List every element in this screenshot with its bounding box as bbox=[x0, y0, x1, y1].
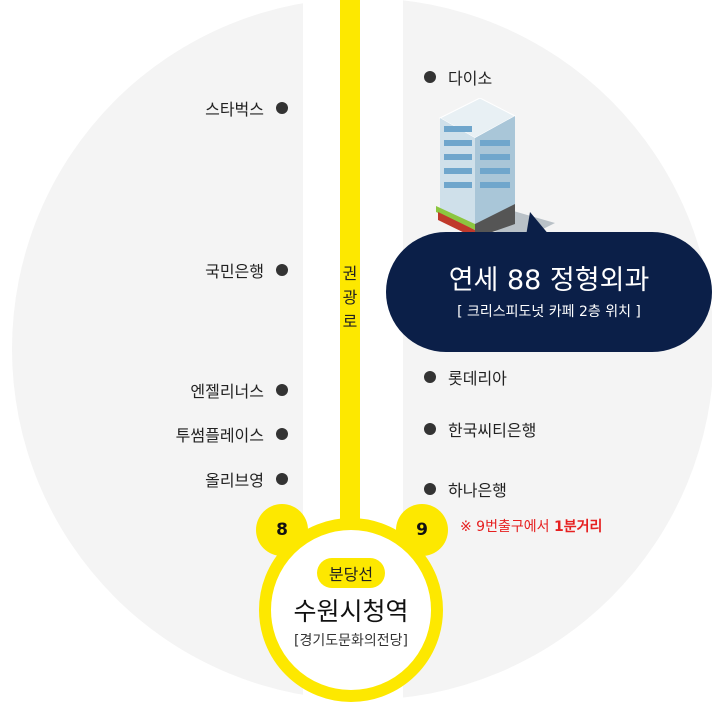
poi-angelinus: 엔젤리너스 bbox=[190, 378, 288, 402]
distance-note: ※ 9번출구에서 1분거리 bbox=[460, 516, 602, 536]
building-icon bbox=[436, 98, 555, 238]
poi-label: 국민은행 bbox=[205, 262, 264, 281]
line-badge: 분당선 bbox=[316, 558, 386, 588]
callout-pointer bbox=[526, 212, 550, 236]
station-name: 수원시청역 bbox=[293, 597, 409, 626]
poi-label: 다이소 bbox=[448, 69, 493, 88]
station-subname: [경기도문화의전당] bbox=[294, 633, 408, 649]
clinic-location: [ 크리스피도넛 카페 2층 위치 ] bbox=[457, 304, 641, 320]
poi-dot-icon bbox=[276, 428, 288, 440]
poi-kb-bank: 국민은행 bbox=[205, 258, 288, 282]
poi-dot-icon bbox=[424, 423, 436, 435]
poi-label: 한국씨티은행 bbox=[448, 421, 537, 440]
poi-label: 하나은행 bbox=[448, 481, 507, 500]
poi-dot-icon bbox=[424, 483, 436, 495]
poi-twosome: 투썸플레이스 bbox=[176, 422, 288, 446]
poi-label: 엔젤리너스 bbox=[190, 382, 264, 401]
poi-label: 스타벅스 bbox=[205, 100, 264, 119]
note-emphasis: 1분거리 bbox=[553, 519, 603, 535]
poi-label: 투썸플레이스 bbox=[175, 426, 264, 445]
poi-lotteria: 롯데리아 bbox=[424, 365, 507, 389]
clinic-callout: 연세 88 정형외과 [ 크리스피도넛 카페 2층 위치 ] bbox=[386, 212, 712, 352]
station-marker: 분당선 수원시청역 [경기도문화의전당] bbox=[259, 518, 443, 702]
note-prefix: ※ 9번출구에서 bbox=[460, 519, 554, 535]
poi-starbucks: 스타벅스 bbox=[205, 96, 288, 120]
poi-citibank: 한국씨티은행 bbox=[424, 417, 536, 441]
poi-label: 롯데리아 bbox=[448, 369, 507, 388]
poi-dot-icon bbox=[276, 384, 288, 396]
poi-oliveyoung: 올리브영 bbox=[205, 467, 288, 491]
subway-line bbox=[340, 0, 360, 520]
poi-dot-icon bbox=[276, 473, 288, 485]
poi-dot-icon bbox=[424, 371, 436, 383]
poi-hana-bank: 하나은행 bbox=[424, 477, 507, 501]
poi-dot-icon bbox=[276, 102, 288, 114]
clinic-name: 연세 88 정형외과 bbox=[448, 265, 650, 296]
poi-daiso: 다이소 bbox=[424, 65, 492, 89]
poi-dot-icon bbox=[276, 264, 288, 276]
poi-dot-icon bbox=[424, 71, 436, 83]
poi-label: 올리브영 bbox=[205, 471, 264, 490]
road-name: 권광로 bbox=[342, 264, 358, 331]
